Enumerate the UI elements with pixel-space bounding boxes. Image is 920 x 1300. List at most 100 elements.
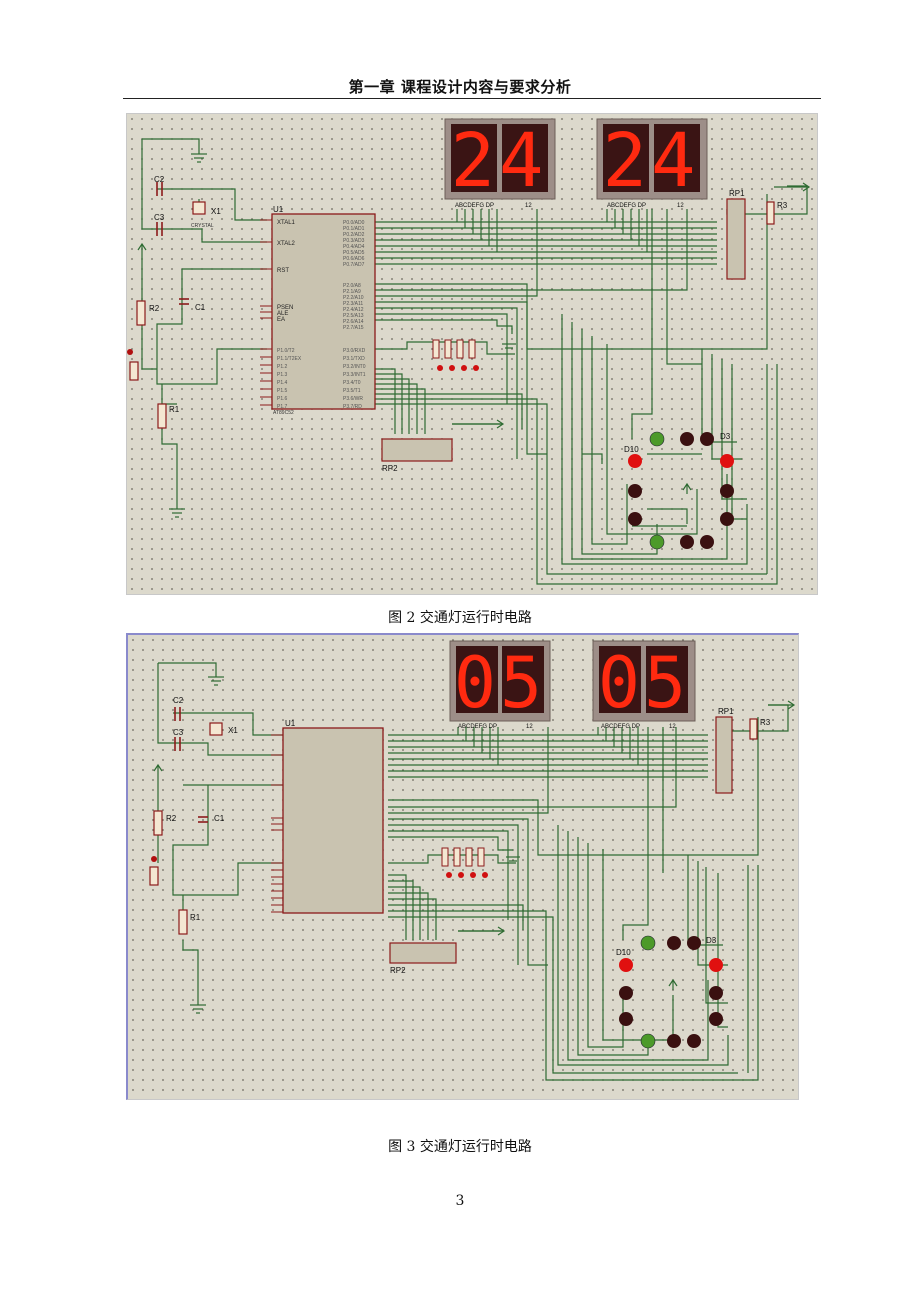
- header-rule: [123, 98, 821, 99]
- page-number: 3: [455, 1193, 465, 1209]
- display-left-digit2-bg: [502, 646, 544, 713]
- resistor-r2: [153, 810, 163, 836]
- seg-pin-label-left: ABCDEFG DP: [458, 724, 497, 730]
- svg-text:P1.0/T2: P1.0/T2: [277, 348, 295, 354]
- figure-2-caption: 图 2 交通灯运行时电路: [388, 610, 532, 626]
- seg-pin-label-right: ABCDEFG DP: [607, 203, 646, 209]
- svg-text:P2.1/A9: P2.1/A9: [343, 289, 361, 295]
- svg-text:P2.6/A14: P2.6/A14: [343, 319, 364, 325]
- label-r2: R2: [166, 814, 177, 823]
- figure-3-caption: 图 3 交通灯运行时电路: [388, 1139, 532, 1155]
- crystal-x1: [209, 722, 223, 736]
- label-crystal: CRYSTAL: [191, 223, 214, 229]
- resistor-pack-rp1: [715, 716, 733, 794]
- resistor-r1: [157, 403, 167, 429]
- svg-text:P3.0/RXD: P3.0/RXD: [343, 348, 366, 354]
- display-right-digit1-bg: [599, 646, 641, 713]
- traffic-leds: [628, 431, 734, 550]
- svg-text:P2.4/A12: P2.4/A12: [343, 307, 364, 313]
- svg-text:RST: RST: [277, 268, 289, 274]
- seg-pin-label-left-2: 12: [525, 203, 532, 209]
- display-right-digit2-bg: [654, 124, 700, 192]
- reset-button: [149, 866, 159, 886]
- page-header-title: 第一章 课程设计内容与要求分析: [348, 78, 572, 96]
- resistor-r3: [766, 201, 775, 225]
- svg-text:PSEN: PSEN: [277, 305, 293, 311]
- capacitors: [156, 182, 189, 305]
- svg-text:P1.3: P1.3: [277, 372, 288, 378]
- seg-pin-label-right-2: 12: [677, 203, 684, 209]
- label-r3: R3: [777, 201, 788, 210]
- svg-text:P2.0/A8: P2.0/A8: [343, 283, 361, 289]
- label-u1: U1: [273, 205, 284, 214]
- power-arrows: [153, 700, 796, 990]
- circuit-schematic: 05 05 ABCDEFG DP 12 ABCDEFG DP 12 C2 C3 …: [128, 635, 798, 1099]
- display-left-digit2-bg: [502, 124, 548, 192]
- traffic-leds: [619, 935, 723, 1049]
- circuit-schematic: XTAL1 XTAL2 RST PSEN ALE EA P1.0/T2P1.1/…: [127, 114, 817, 594]
- resistor-pack-rp2: [381, 438, 453, 462]
- label-x1: X1: [228, 726, 238, 735]
- svg-text:P0.2/AD2: P0.2/AD2: [343, 232, 365, 238]
- mcu-chip: [282, 727, 384, 914]
- svg-text:P0.1/AD1: P0.1/AD1: [343, 226, 365, 232]
- display-right-digit1-bg: [603, 124, 649, 192]
- svg-text:EA: EA: [277, 317, 285, 323]
- label-rp1: RP1: [729, 189, 745, 198]
- display-left-value: 05: [454, 642, 546, 724]
- label-c3: C3: [173, 728, 184, 737]
- label-x1: X1: [211, 207, 221, 216]
- svg-text:P1.1/T2EX: P1.1/T2EX: [277, 356, 302, 362]
- label-d3: D3: [706, 936, 717, 945]
- label-c2: C2: [173, 696, 184, 705]
- crystal-x1: [192, 201, 206, 215]
- display-right-value: 05: [598, 642, 690, 724]
- svg-text:XTAL1: XTAL1: [277, 220, 296, 226]
- seg-pin-label-left: ABCDEFG DP: [455, 203, 494, 209]
- svg-text:ALE: ALE: [277, 311, 288, 317]
- switches: [441, 847, 485, 867]
- svg-text:P1.4: P1.4: [277, 380, 288, 386]
- svg-text:P2.2/A10: P2.2/A10: [343, 295, 364, 301]
- svg-text:P3.5/T1: P3.5/T1: [343, 388, 361, 394]
- power-arrows: [137, 182, 811, 494]
- label-chip: AT89C52: [273, 410, 294, 416]
- mcu-pins: [260, 219, 272, 406]
- label-c1: C1: [214, 814, 225, 823]
- reset-indicator: [151, 856, 157, 862]
- svg-text:XTAL2: XTAL2: [277, 241, 296, 247]
- label-d10: D10: [624, 445, 639, 454]
- svg-text:P2.5/A13: P2.5/A13: [343, 313, 364, 319]
- svg-text:P2.3/A11: P2.3/A11: [343, 301, 363, 307]
- label-rp1: RP1: [718, 707, 734, 716]
- switches: [432, 339, 476, 359]
- resistor-r1: [178, 909, 188, 935]
- label-rp2: RP2: [390, 966, 406, 975]
- reset-button: [129, 361, 139, 381]
- label-rp2: RP2: [382, 464, 398, 473]
- seg-pin-label-right-2: 12: [669, 724, 676, 730]
- svg-text:P3.1/TXD: P3.1/TXD: [343, 356, 365, 362]
- wiring: [157, 662, 789, 1081]
- label-r1: R1: [169, 405, 180, 414]
- svg-text:P3.6/WR: P3.6/WR: [343, 396, 363, 402]
- label-r2: R2: [149, 304, 160, 313]
- svg-text:P1.6: P1.6: [277, 396, 288, 402]
- svg-text:P0.3/AD3: P0.3/AD3: [343, 238, 365, 244]
- ground-symbols: [169, 153, 516, 518]
- resistor-r3: [749, 718, 758, 740]
- switch-indicators: [437, 365, 479, 371]
- svg-text:P0.6/AD6: P0.6/AD6: [343, 256, 365, 262]
- switch-indicators: [446, 872, 488, 878]
- label-c3: C3: [154, 213, 165, 222]
- display-left-value: 24: [450, 118, 547, 204]
- resistor-pack-rp2: [389, 942, 457, 964]
- display-right-digit2-bg: [646, 646, 688, 713]
- svg-text:P3.2/INT0: P3.2/INT0: [343, 364, 366, 370]
- svg-text:P0.5/AD5: P0.5/AD5: [343, 250, 365, 256]
- circuit-figure-3: 05 05 ABCDEFG DP 12 ABCDEFG DP 12 C2 C3 …: [126, 633, 799, 1100]
- resistor-pack-rp1: [726, 198, 746, 280]
- seg-pin-label-right: ABCDEFG DP: [601, 724, 640, 730]
